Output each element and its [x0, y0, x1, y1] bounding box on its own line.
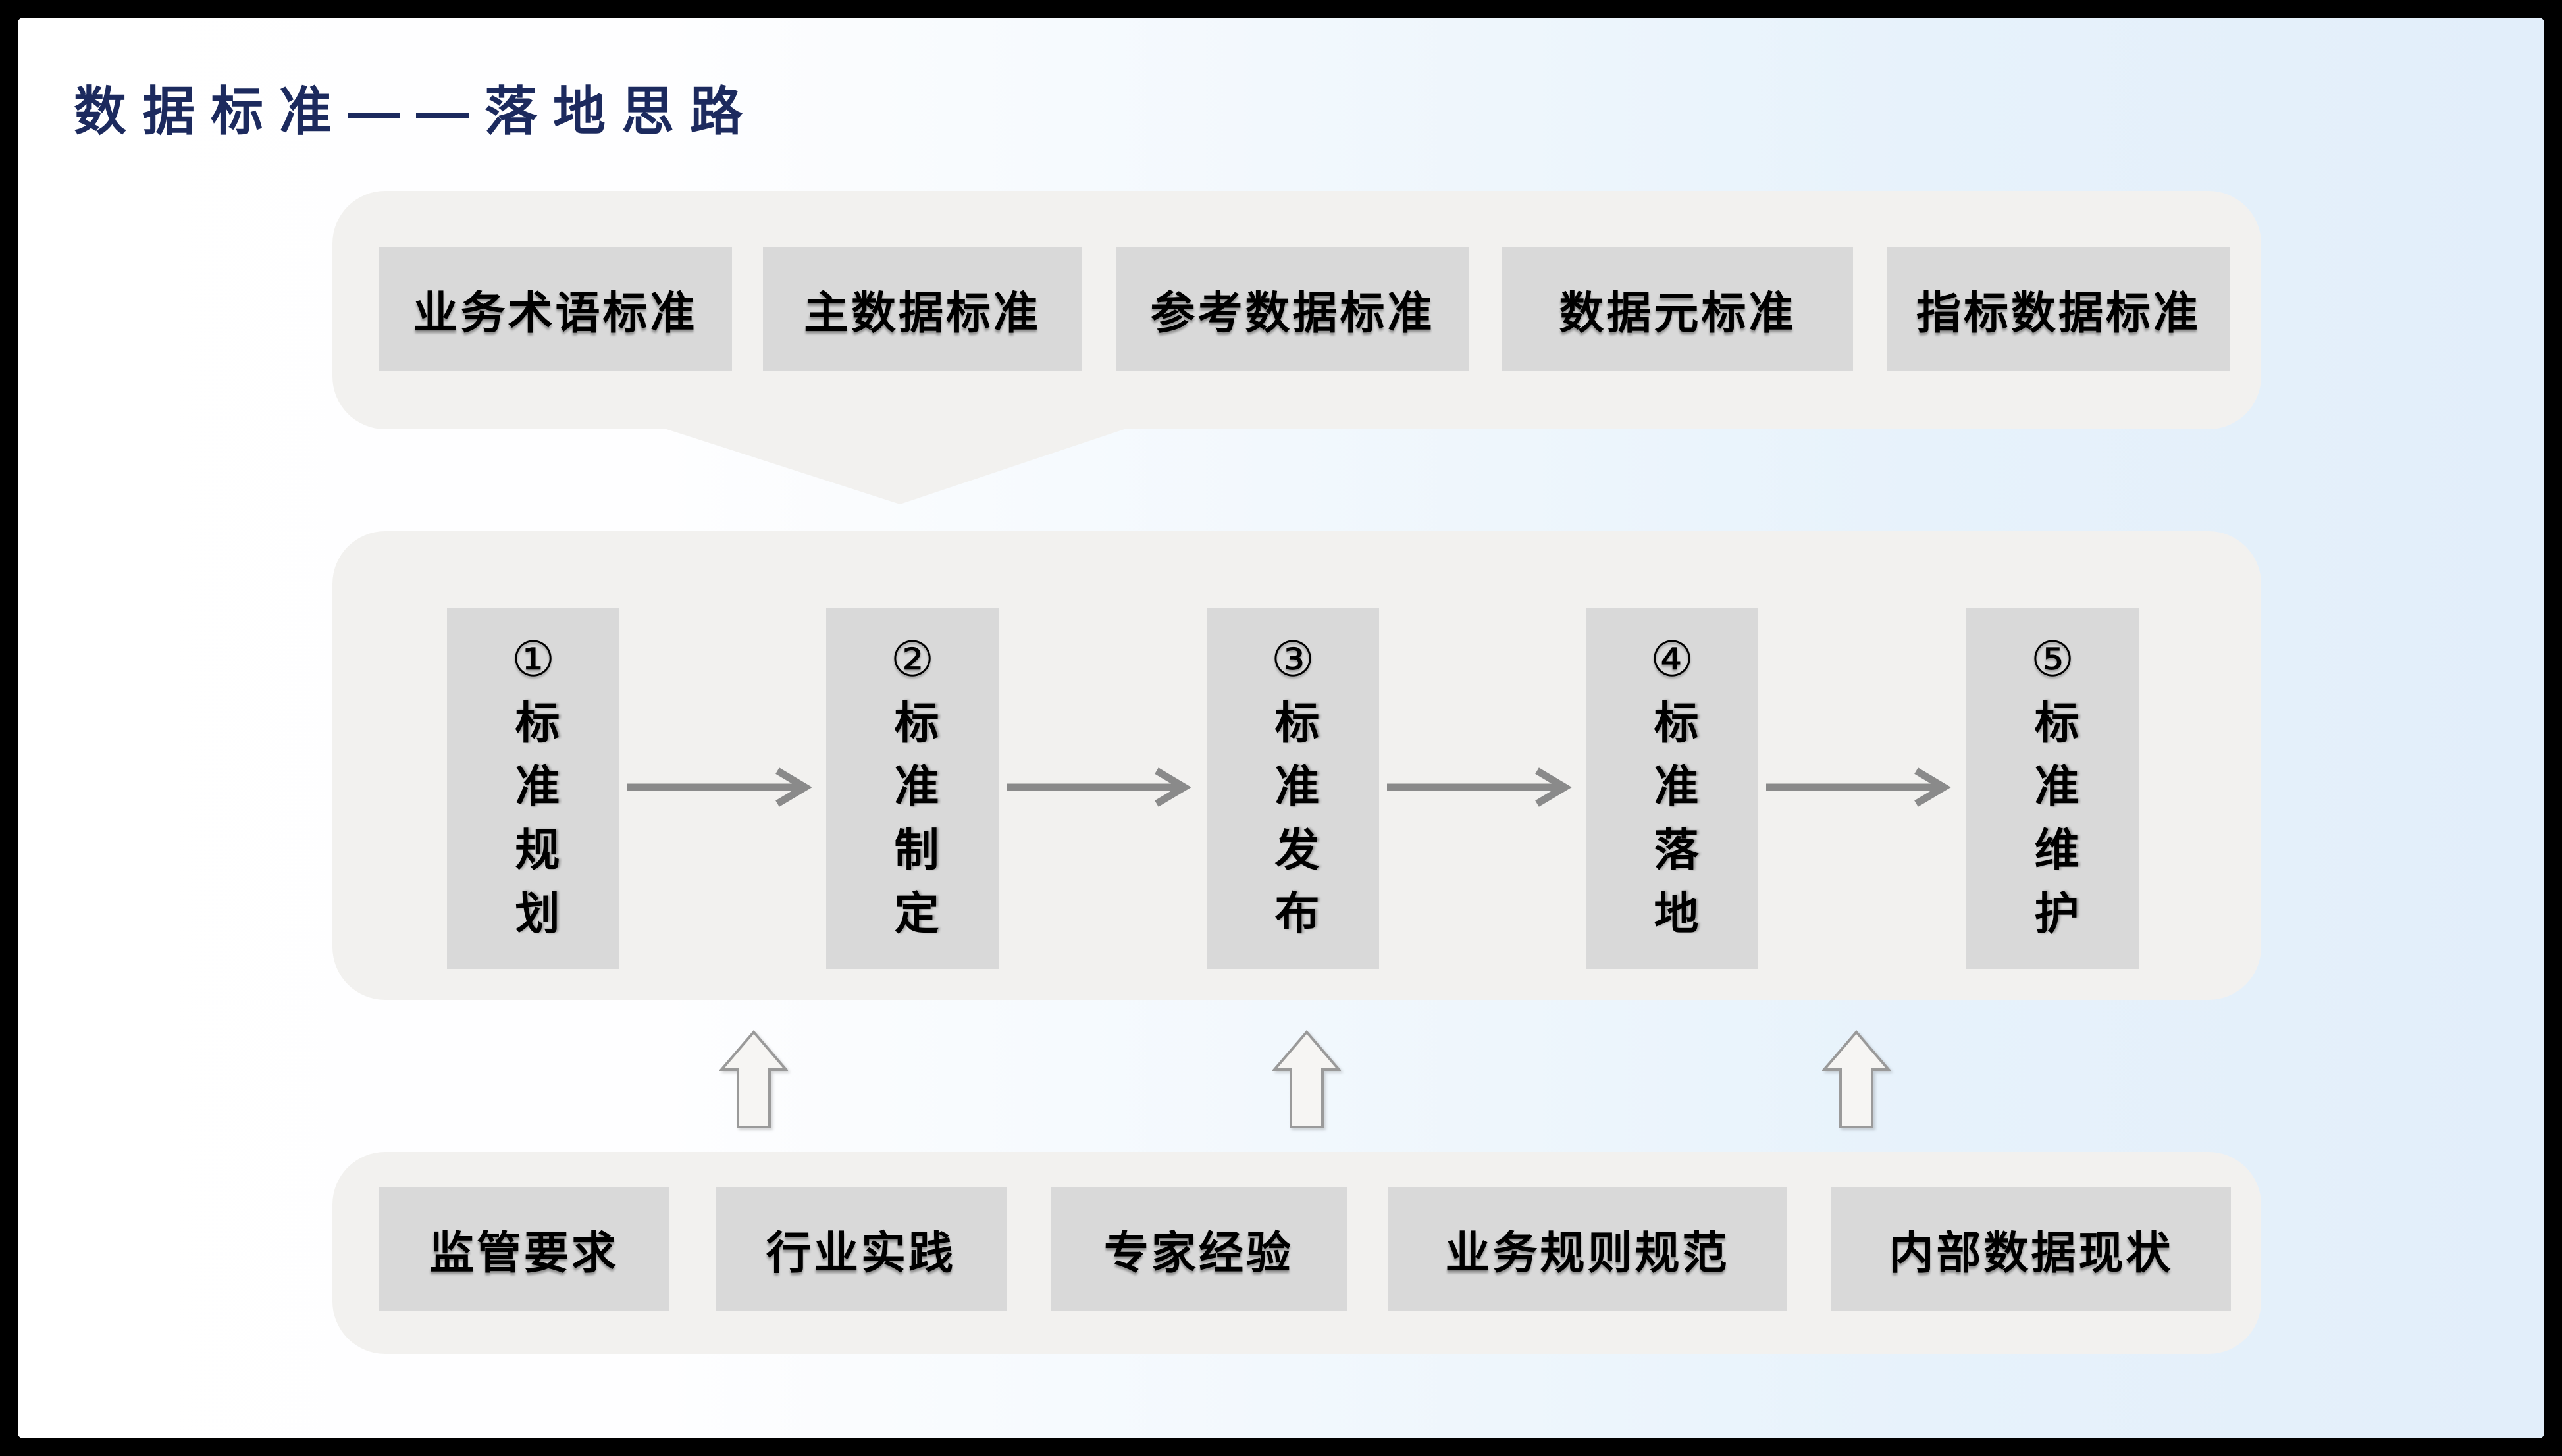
right-arrow-icon [1384, 766, 1583, 808]
up-arrow-icon [719, 1030, 788, 1129]
step-number: ① [511, 632, 556, 687]
up-arrow-icon [1272, 1030, 1341, 1129]
input-source-box: 专家经验 [1051, 1187, 1347, 1311]
panel-notch-pointer [658, 427, 1132, 504]
step-label: 标准规划 [508, 699, 558, 954]
right-arrow-icon [625, 766, 824, 808]
step-number: ② [890, 632, 935, 687]
standard-type-box: 业务术语标准 [379, 247, 732, 371]
input-source-box: 内部数据现状 [1831, 1187, 2231, 1311]
right-arrow-icon [1764, 766, 1962, 808]
input-source-box: 行业实践 [716, 1187, 1006, 1311]
up-arrow-icon [1822, 1030, 1891, 1129]
process-step-box: ④ 标准落地 [1586, 608, 1758, 969]
standard-type-box: 数据元标准 [1502, 247, 1853, 371]
step-number: ③ [1270, 632, 1315, 687]
step-number: ④ [1650, 632, 1694, 687]
process-step-box: ⑤ 标准维护 [1966, 608, 2139, 969]
standard-type-box: 指标数据标准 [1887, 247, 2230, 371]
standard-type-box: 参考数据标准 [1116, 247, 1469, 371]
step-number: ⑤ [2030, 632, 2075, 687]
step-label: 标准维护 [2027, 699, 2078, 954]
process-step-box: ② 标准制定 [826, 608, 999, 969]
right-arrow-icon [1004, 766, 1203, 808]
input-source-box: 业务规则规范 [1388, 1187, 1787, 1311]
process-step-box: ① 标准规划 [447, 608, 619, 969]
step-label: 标准制定 [887, 699, 937, 954]
step-label: 标准发布 [1268, 699, 1318, 954]
slide-background: 数据标准——落地思路 业务术语标准 主数据标准 参考数据标准 数据元标准 指标数… [18, 18, 2544, 1438]
step-label: 标准落地 [1647, 699, 1697, 954]
page-title: 数据标准——落地思路 [74, 82, 758, 141]
input-source-box: 监管要求 [379, 1187, 669, 1311]
standard-type-box: 主数据标准 [763, 247, 1082, 371]
process-step-box: ③ 标准发布 [1207, 608, 1379, 969]
